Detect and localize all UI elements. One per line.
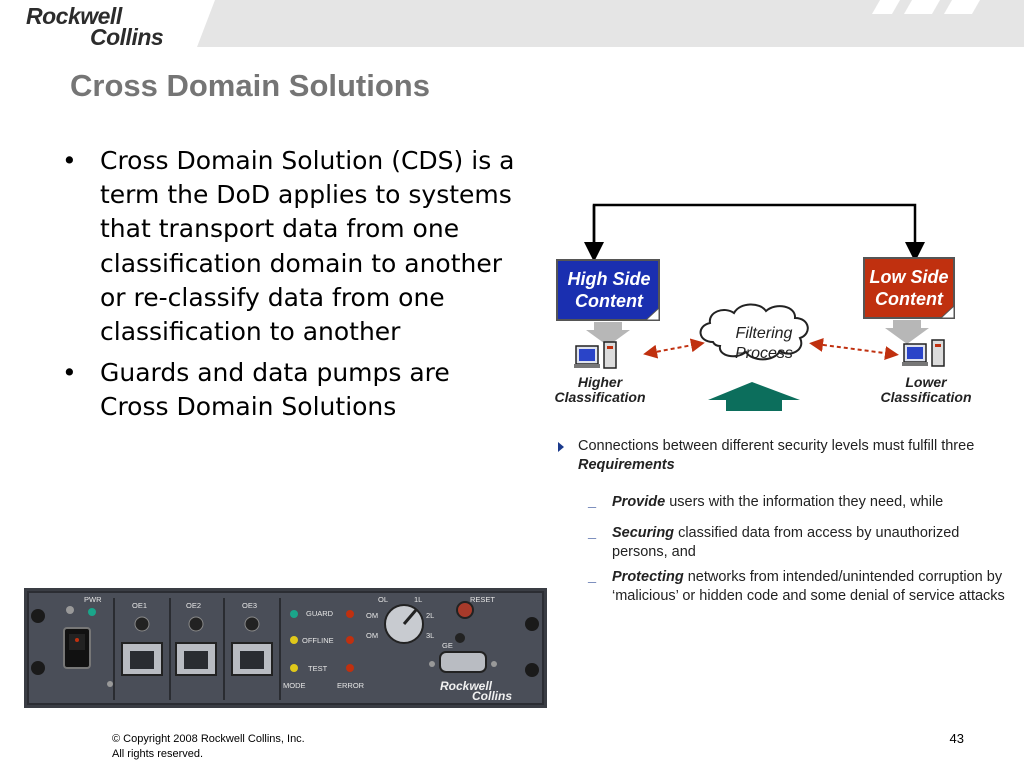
- filtering-cloud: [699, 303, 809, 361]
- high-side-label: High Side Content: [567, 269, 651, 311]
- connector-loop: [592, 203, 925, 262]
- device-brand-line1: Rockwell: [440, 679, 493, 693]
- filtering-process-label: Filtering Process: [735, 325, 793, 362]
- dash-bullet: _: [588, 569, 597, 585]
- requirements-section: Connections between different security l…: [556, 437, 1016, 606]
- up-arrow-icon: [708, 382, 800, 411]
- dashed-link: [809, 337, 899, 361]
- label-offline: OFFLINE: [302, 636, 334, 645]
- label-om: OM: [366, 611, 378, 620]
- slide-title: Cross Domain Solutions: [70, 68, 430, 103]
- bullet-item: • Guards and data pumps are Cross Domain…: [62, 356, 517, 424]
- label-om2: OM: [366, 631, 378, 640]
- header-band: [197, 0, 1024, 47]
- label-1l: 1L: [414, 595, 422, 604]
- down-arrow-icon: [885, 320, 929, 344]
- cds-diagram-graphic: [556, 203, 955, 411]
- label-oe1: OE1: [132, 601, 147, 610]
- bullet-item: • Cross Domain Solution (CDS) is a term …: [62, 144, 517, 349]
- header-stripe: [944, 0, 980, 14]
- computer-icon: [574, 341, 617, 369]
- header-stripe: [904, 0, 940, 14]
- computer-icon: [902, 339, 945, 367]
- bullet-text: Guards and data pumps are Cross Domain S…: [100, 358, 450, 422]
- bullet-marker: •: [62, 358, 77, 388]
- label-pwr: PWR: [84, 595, 102, 604]
- higher-classification-label: Higher Classification: [554, 374, 646, 405]
- bullet-marker: •: [62, 146, 77, 175]
- header-stripe: [872, 0, 900, 14]
- requirements-lead: Connections between different security l…: [556, 437, 1016, 475]
- down-arrow-icon: [586, 322, 630, 346]
- high-side-box: [556, 259, 660, 321]
- low-side-box: [863, 257, 955, 319]
- label-test: TEST: [308, 664, 328, 673]
- label-ge: GE: [442, 641, 453, 650]
- bullet-text: Cross Domain Solution (CDS) is a term th…: [100, 146, 515, 347]
- dash-bullet: _: [588, 494, 597, 510]
- label-oe3: OE3: [242, 601, 257, 610]
- label-3l: 3L: [426, 631, 434, 640]
- lower-classification-label: Lower Classification: [880, 374, 972, 405]
- label-2l: 2L: [426, 611, 434, 620]
- cds-diagram: High Side Content Low Side Content Filte…: [548, 196, 1008, 415]
- dash-bullet: _: [588, 525, 597, 541]
- bullet-list: • Cross Domain Solution (CDS) is a term …: [62, 144, 517, 432]
- requirement-item: _ Securing classified data from access b…: [588, 525, 960, 560]
- label-ol: OL: [378, 595, 388, 604]
- page-number: 43: [949, 731, 964, 746]
- label-oe2: OE2: [186, 601, 201, 610]
- guard-device-photo: PWR OE1 OE2 OE3 GUARD OFFLINE TEST MODE …: [24, 588, 547, 708]
- low-side-label: Low Side Content: [869, 267, 949, 309]
- label-guard: GUARD: [306, 609, 334, 618]
- label-mode: MODE: [283, 681, 306, 690]
- requirement-item: _ Provide users with the information the…: [588, 494, 944, 510]
- label-reset: RESET: [470, 595, 495, 604]
- dashed-link: [643, 338, 705, 359]
- device-brand-line2: Collins: [472, 689, 512, 703]
- requirement-item: _ Protecting networks from intended/unin…: [588, 569, 1005, 604]
- copyright-notice: © Copyright 2008 Rockwell Collins, Inc. …: [112, 733, 305, 760]
- label-error: ERROR: [337, 681, 365, 690]
- rockwell-collins-logo: Rockwell Collins: [26, 3, 164, 50]
- arrow-bullet-icon: [558, 442, 564, 452]
